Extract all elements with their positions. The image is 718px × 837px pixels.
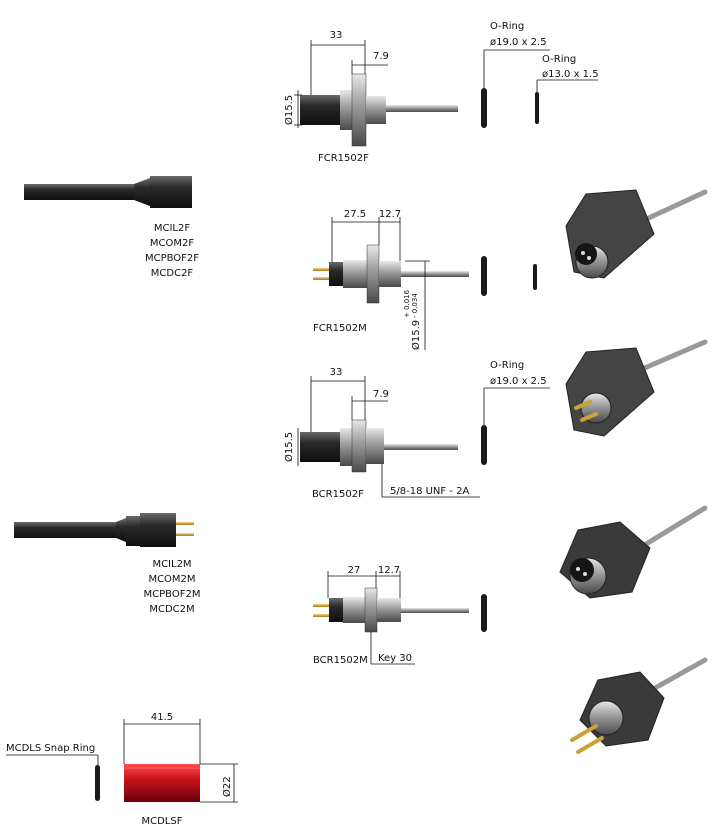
fcr1502f-oring1-title: O-Ring [490, 21, 524, 32]
cable-female-label-2: MCOM2F [150, 238, 194, 249]
bcr1502m-drawing [313, 571, 487, 665]
bcr1502m-dim-flange: 12.7 [378, 565, 400, 576]
fcr1502m-part-name: FCR1502M [313, 323, 367, 334]
mcdlsf-dim-diameter: Ø22 [221, 776, 233, 797]
fcr1502f-oring1-size: ø19.0 x 2.5 [490, 37, 547, 48]
cable-female-label-4: MCDC2F [151, 268, 194, 279]
bcr1502f-oring-title: O-Ring [490, 360, 524, 371]
cable-male-label-1: MCIL2M [152, 559, 191, 570]
cable-female-drawing [24, 176, 192, 208]
fcr1502f-dim-diameter: Ø15.5 [283, 95, 295, 125]
fcr1502f-dim-flange: 7.9 [373, 51, 389, 62]
bcr1502f-thread-callout: 5/8-18 UNF - 2A [390, 486, 469, 497]
bcr1502f-dim-flange: 7.9 [373, 389, 389, 400]
bcr1502m-key-callout: Key 30 [378, 653, 412, 664]
mcdlsf-part-name: MCDLSF [142, 816, 183, 827]
fcr1502m-dim-flange: 12.7 [379, 209, 401, 220]
fcr1502m-dim-length: 27.5 [344, 209, 366, 220]
bcr1502m-part-name: BCR1502M [313, 655, 368, 666]
bcr1502f-oring-size: ø19.0 x 2.5 [490, 376, 547, 387]
cable-male-drawing [14, 513, 194, 547]
fcr1502f-oring2-title: O-Ring [542, 54, 576, 65]
render-bulkhead-male [570, 657, 708, 754]
bcr1502f-dim-diameter: Ø15.5 [283, 432, 295, 462]
cable-female-label-3: MCPBOF2F [145, 253, 199, 264]
bcr1502f-part-name: BCR1502F [312, 489, 364, 500]
mcdlsf-dim-length: 41.5 [151, 712, 173, 723]
fcr1502m-tol-lower: - 0.034 [411, 293, 419, 318]
bcr1502f-dim-length: 33 [330, 367, 343, 378]
fcr1502f-dim-length: 33 [330, 30, 343, 41]
fcr1502m-dim-diameter: Ø15.9 [410, 320, 422, 350]
render-bulkhead-female [559, 505, 708, 599]
bcr1502m-dim-length: 27 [348, 565, 361, 576]
fcr1502f-drawing [294, 40, 598, 147]
cable-female-label-1: MCIL2F [154, 223, 190, 234]
fcr1502m-drawing [313, 217, 537, 350]
bcr1502f-drawing [297, 376, 550, 498]
cable-male-label-3: MCPBOF2M [144, 589, 201, 600]
render-flange-male [565, 339, 708, 437]
cable-male-label-2: MCOM2M [148, 574, 195, 585]
mcdlsf-drawing [6, 719, 238, 803]
fcr1502m-tol-upper: + 0.016 [403, 289, 411, 318]
fcr1502f-part-name: FCR1502F [318, 153, 369, 164]
render-flange-female [565, 189, 708, 279]
fcr1502f-oring2-size: ø13.0 x 1.5 [542, 69, 599, 80]
mcdlsf-snap-ring-label: MCDLS Snap Ring [6, 743, 95, 754]
cable-male-label-4: MCDC2M [149, 604, 194, 615]
